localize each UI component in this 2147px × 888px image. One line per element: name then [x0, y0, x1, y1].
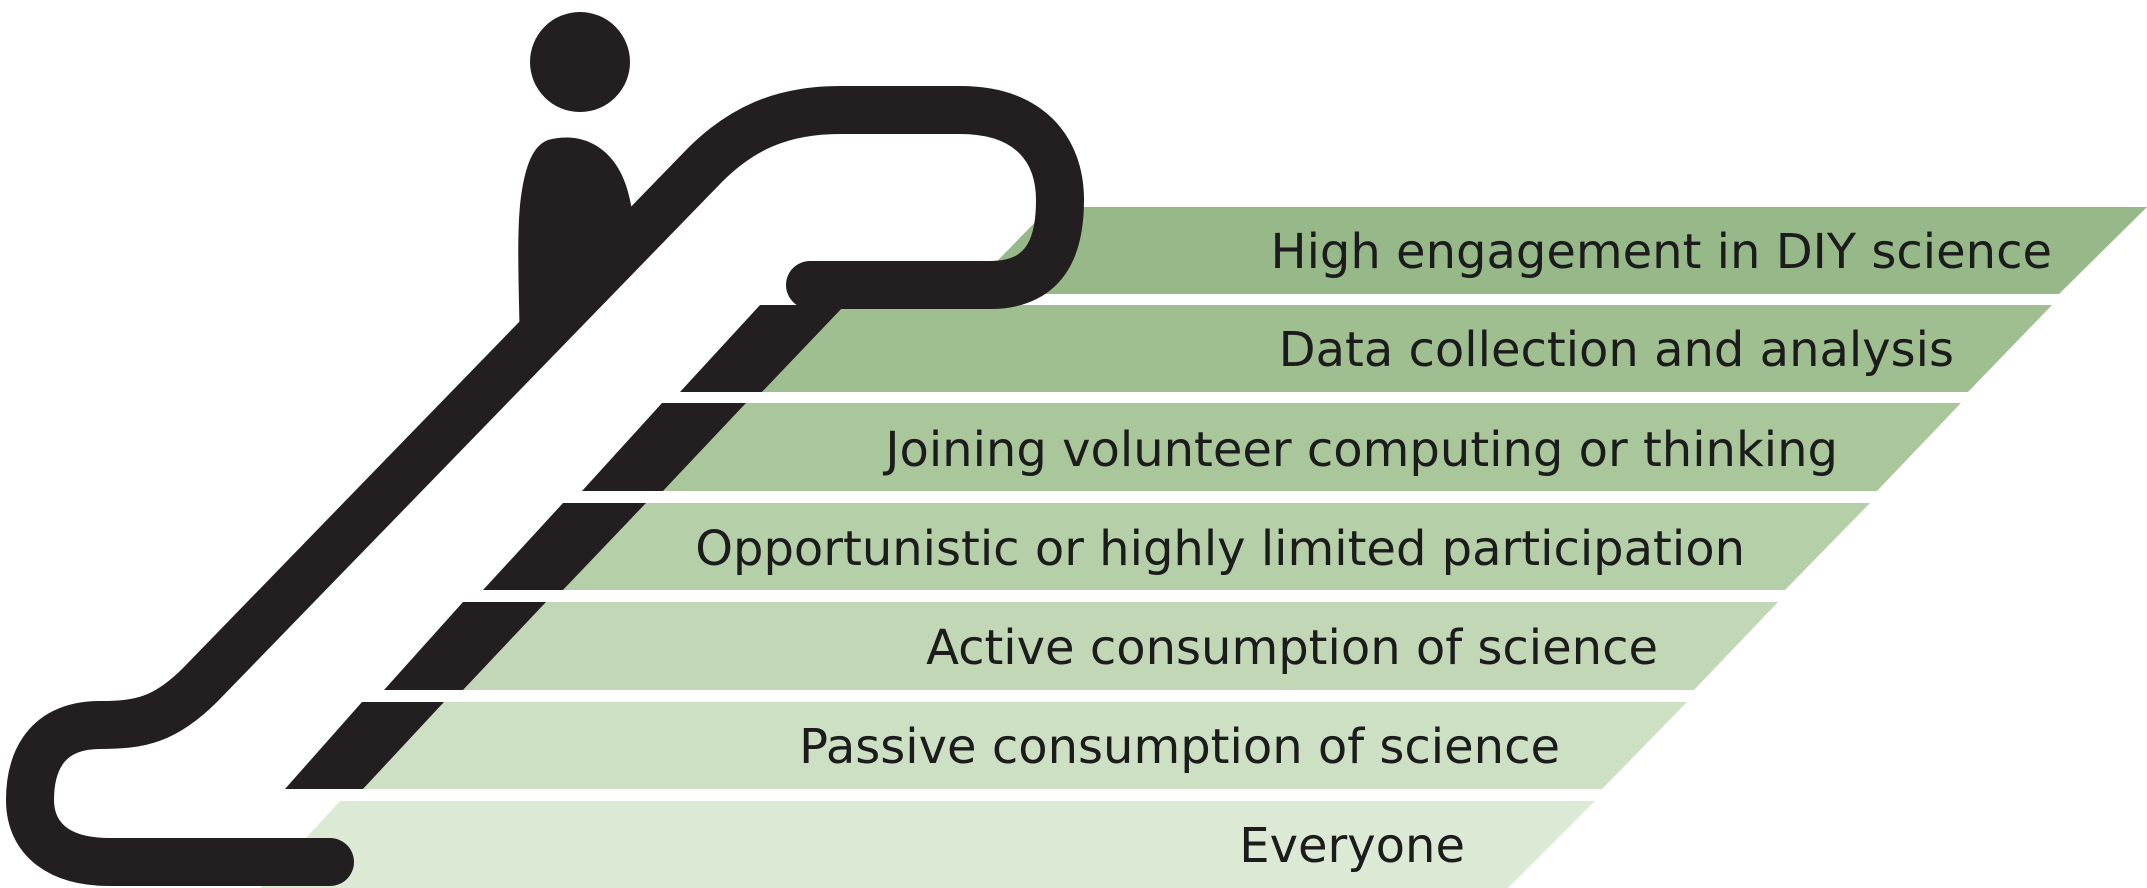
person-head-icon: [530, 12, 630, 112]
level-label-3: Joining volunteer computing or thinking: [882, 422, 1838, 478]
level-band-3: [663, 403, 1961, 491]
level-band-7: [260, 801, 1595, 888]
escalator-step: [680, 305, 845, 392]
escalator-step: [384, 602, 546, 690]
escalator-step: [582, 403, 746, 491]
escalator-handrail-icon: [6, 86, 1084, 886]
person-body-icon: [518, 137, 640, 370]
level-bands: [260, 207, 2147, 888]
level-band-1: [965, 207, 2147, 294]
level-band-4: [563, 503, 1870, 590]
level-label-6: Passive consumption of science: [799, 719, 1560, 775]
level-label-5: Active consumption of science: [926, 620, 1658, 676]
level-label-1: High engagement in DIY science: [1270, 224, 2052, 280]
escalator-step: [285, 702, 444, 789]
level-labels: High engagement in DIY science Data coll…: [695, 224, 2052, 874]
level-label-2: Data collection and analysis: [1279, 322, 1954, 378]
level-band-5: [463, 602, 1778, 690]
level-band-2: [762, 305, 2052, 392]
escalator-steps: [285, 305, 845, 789]
level-label-4: Opportunistic or highly limited particip…: [695, 521, 1745, 577]
escalator-step: [483, 503, 646, 590]
level-band-6: [363, 702, 1687, 789]
escalator-person-icon: [6, 12, 1084, 886]
level-label-7: Everyone: [1239, 818, 1465, 874]
